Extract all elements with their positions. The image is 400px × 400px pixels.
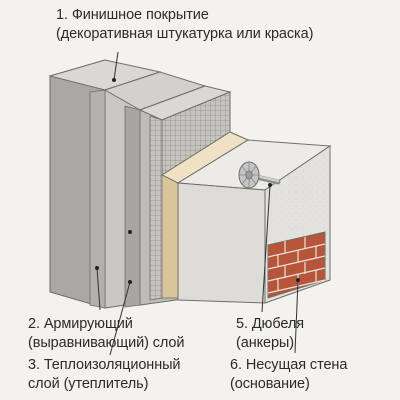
brick-section [267, 231, 326, 299]
label-dowels-title: 5. Дюбеля [236, 316, 304, 332]
label-finish-coat: 1. Финишное покрытие (декоративная штука… [56, 6, 313, 44]
label-finish-coat-subtitle: (декоративная штукатурка или краска) [56, 26, 314, 42]
leader-dots [95, 78, 300, 284]
label-insulation-title: 3. Теплоизоляционный [28, 357, 181, 373]
label-insulation-layer: 3. Теплоизоляционный слой (утеплитель) [28, 356, 181, 394]
label-base-wall-title: 6. Несущая стена [230, 357, 348, 373]
leader-lines [96, 51, 299, 356]
label-reinforcing-subtitle: (выравнивающий) слой [28, 335, 185, 351]
dowel-anchor [238, 161, 281, 189]
leader-insulation [109, 281, 131, 356]
label-finish-coat-title: 1. Финишное покрытие [56, 7, 209, 23]
label-base-wall-subtitle: (основание) [230, 376, 310, 392]
label-base-wall: 6. Несущая стена (основание) [230, 356, 347, 394]
leader-dowels [261, 184, 271, 313]
label-dowels-subtitle: (анкеры) [236, 335, 294, 351]
leader-finish [113, 51, 119, 81]
leader-wall [294, 279, 299, 354]
label-reinforcing-layer: 2. Армирующий (выравнивающий) слой [28, 315, 185, 353]
label-reinforcing-title: 2. Армирующий [28, 316, 133, 332]
label-dowels: 5. Дюбеля (анкеры) [236, 315, 304, 353]
label-insulation-subtitle: слой (утеплитель) [28, 376, 149, 392]
leader-reinforcing [96, 267, 101, 311]
